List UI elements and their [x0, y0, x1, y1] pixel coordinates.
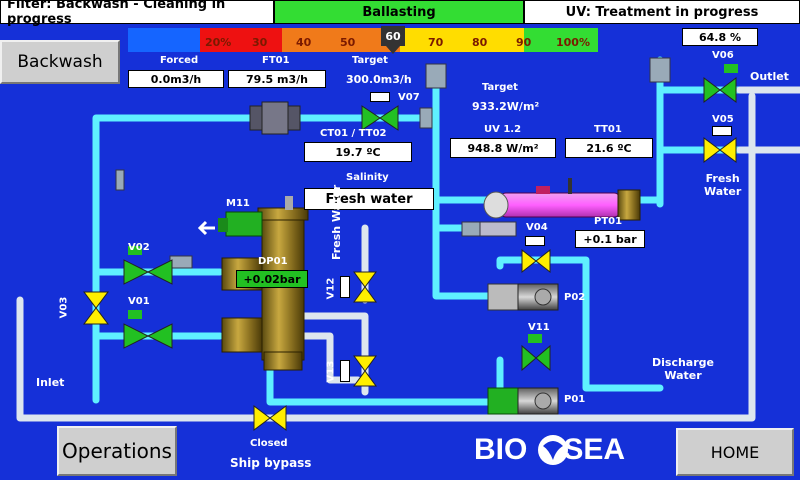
m11-motor — [197, 211, 263, 237]
fresh-water-label: Fresh Water — [704, 172, 742, 198]
valve-label-v05: V05 — [712, 114, 734, 125]
valve-v13-button[interactable] — [340, 360, 350, 382]
uv-status-text: UV: Treatment in progress — [565, 4, 759, 20]
biosea-logo: BIO SEA — [474, 430, 625, 470]
ct01-label: CT01 / TT02 — [320, 128, 387, 139]
logo-text-left: BIO — [474, 433, 528, 466]
valve-label-v01: V01 — [128, 296, 150, 307]
gauge-tick: 50 — [340, 36, 356, 49]
p01-pump — [487, 387, 559, 415]
mode-status-text: Ballasting — [362, 4, 436, 20]
valve-v07-button[interactable] — [370, 92, 390, 102]
p02-pump — [487, 283, 559, 311]
gauge-pointer[interactable]: 60 — [381, 26, 405, 46]
gauge-tick: 70 — [428, 36, 444, 49]
valve-label-v02: V02 — [128, 242, 150, 253]
uv12-value: 948.8 W/m² — [450, 138, 556, 158]
dp01-value: +0.02bar — [236, 270, 308, 288]
dp01-label: DP01 — [258, 256, 288, 267]
ballast-gauge — [128, 28, 598, 52]
valve-indicators — [128, 64, 738, 343]
inlet-label: Inlet — [36, 376, 65, 389]
p02-label: P02 — [564, 292, 586, 303]
m11-label: M11 — [226, 198, 250, 209]
v06-position-value[interactable]: 64.8 % — [682, 28, 758, 46]
pt01-value: +0.1 bar — [575, 230, 645, 248]
valve-v12-button[interactable] — [340, 276, 350, 298]
ct01-value: 19.7 ºC — [304, 142, 412, 162]
gauge-tick: 20% — [205, 36, 232, 49]
uv12-label: UV 1.2 — [484, 124, 522, 135]
valve-label-v12: V12 — [325, 277, 337, 300]
salinity-value: Fresh water — [304, 188, 434, 210]
forced-label: Forced — [160, 55, 199, 66]
uv-target-value: 933.2W/m² — [472, 100, 540, 113]
valve-label-v03: V03 — [58, 296, 70, 319]
valve-v05-button[interactable] — [712, 126, 732, 136]
valves — [83, 77, 737, 431]
home-button[interactable]: HOME — [676, 428, 794, 476]
gauge-tick: 80 — [472, 36, 488, 49]
valve-v04-button[interactable] — [525, 236, 545, 246]
tt01-value: 21.6 ºC — [565, 138, 653, 158]
uv-reactor — [483, 178, 641, 221]
operations-button[interactable]: Operations — [57, 426, 177, 476]
filter-status-bar: Filter: Backwash - Cleaning in progress — [0, 0, 274, 27]
discharge-water-label: Discharge Water — [652, 356, 714, 382]
gauge-pointer-arrow — [386, 46, 400, 54]
valve-label-v06: V06 — [712, 50, 734, 61]
gauge-tick: 30 — [252, 36, 268, 49]
uv-status-bar: UV: Treatment in progress — [524, 0, 800, 24]
mode-status-bar: Ballasting — [274, 0, 524, 24]
valve-label-v11: V11 — [528, 322, 550, 333]
ship-bypass-label: Ship bypass — [230, 456, 312, 470]
outlet-label: Outlet — [750, 70, 789, 83]
ft01-label: FT01 — [262, 55, 290, 66]
fresh-water-vertical-label: Fresh Water — [330, 184, 343, 260]
flow-target-label: Target — [352, 55, 388, 66]
ft01-value: 79.5 m3/h — [228, 70, 326, 88]
forced-value[interactable]: 0.0m3/h — [128, 70, 224, 88]
valve-label-v04: V04 — [526, 222, 548, 233]
backwash-button[interactable]: Backwash — [0, 40, 120, 84]
flow-target-value: 300.0m3/h — [346, 73, 412, 86]
logo-text-right: SEA — [563, 433, 626, 466]
bypass-status-label: Closed — [250, 438, 288, 449]
pt01-label: PT01 — [594, 216, 623, 227]
gauge-tick: 90 — [516, 36, 532, 49]
flowmeter-ft01 — [249, 101, 301, 135]
salinity-label: Salinity — [346, 172, 389, 183]
gauge-tick: 100% — [556, 36, 590, 49]
tt01-label: TT01 — [594, 124, 622, 135]
filter-status-text: Filter: Backwash - Cleaning in progress — [7, 0, 226, 27]
uv-target-label: Target — [482, 82, 518, 93]
p01-label: P01 — [564, 394, 586, 405]
valve-label-v07: V07 — [398, 92, 420, 103]
valve-label-v13: V13 — [325, 360, 337, 383]
gauge-tick: 40 — [296, 36, 312, 49]
